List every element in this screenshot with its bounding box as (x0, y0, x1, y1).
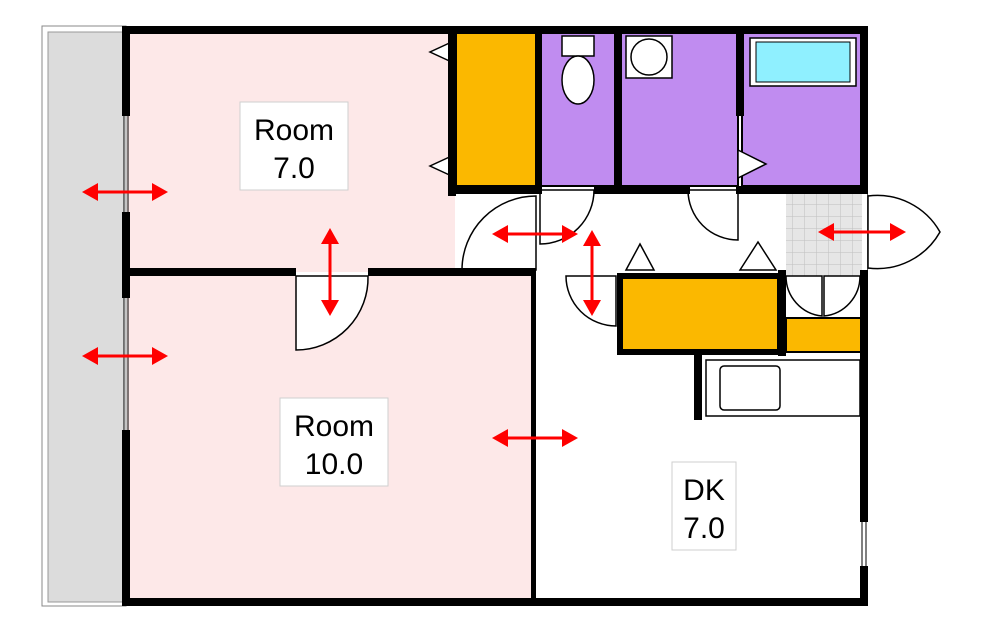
toilet-icon (561, 35, 595, 105)
arrow-vertical (321, 228, 339, 316)
room-size: 10.0 (305, 448, 363, 481)
room-label-10: Room 10.0 (279, 397, 389, 487)
closet-middle (617, 273, 783, 355)
arrow-horizontal (818, 223, 906, 241)
room-size: 7.0 (683, 512, 725, 545)
sliding-door-arrows (82, 183, 906, 447)
room-name: Room (294, 410, 374, 443)
room-label-7: Room 7.0 (239, 101, 349, 191)
windows (123, 116, 867, 566)
arrow-vertical (583, 230, 601, 316)
arrow-horizontal (82, 347, 168, 365)
arrow-horizontal (492, 429, 578, 447)
room-size: 7.0 (273, 152, 315, 185)
room-name: DK (683, 474, 725, 507)
arrow-horizontal (82, 183, 168, 201)
washing-machine-icon (625, 35, 673, 79)
closet-top (455, 31, 537, 187)
balcony (41, 25, 127, 607)
bathtub-basin (755, 41, 851, 83)
kitchen-counter (705, 359, 861, 417)
room-name: Room (254, 114, 334, 147)
closet-small (785, 317, 863, 353)
room-label-dk: DK 7.0 (671, 461, 737, 551)
walls (122, 26, 868, 606)
arrow-horizontal (492, 225, 578, 243)
